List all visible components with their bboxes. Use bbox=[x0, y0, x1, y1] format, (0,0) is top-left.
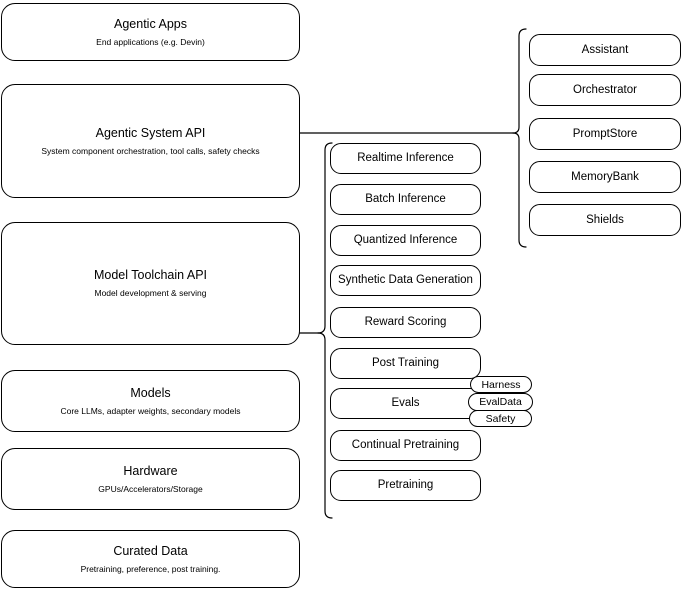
capability-label: Synthetic Data Generation bbox=[338, 274, 473, 287]
layer-models[interactable]: Models Core LLMs, adapter weights, secon… bbox=[1, 370, 300, 432]
capability-evals[interactable]: Evals bbox=[330, 388, 481, 419]
capability-label: Reward Scoring bbox=[364, 316, 447, 329]
badge-harness[interactable]: Harness bbox=[470, 376, 532, 393]
capability-label: Evals bbox=[391, 397, 420, 410]
capability-label: Post Training bbox=[371, 357, 440, 370]
layer-subtitle: Model development & serving bbox=[94, 288, 207, 298]
capability-pretraining[interactable]: Pretraining bbox=[330, 470, 481, 501]
badge-label: Safety bbox=[485, 412, 516, 425]
layer-subtitle: System component orchestration, tool cal… bbox=[41, 145, 260, 156]
layer-agentic-system-api[interactable]: Agentic System API System component orch… bbox=[1, 84, 300, 198]
component-label: Orchestrator bbox=[573, 83, 637, 96]
layer-title: Model Toolchain API bbox=[93, 268, 208, 283]
right-brace-lower bbox=[512, 132, 527, 248]
capability-label: Quantized Inference bbox=[353, 234, 458, 247]
layer-curated-data[interactable]: Curated Data Pretraining, preference, po… bbox=[1, 530, 300, 588]
component-label: PromptStore bbox=[572, 127, 638, 140]
layer-title: Agentic Apps bbox=[114, 16, 187, 31]
layer-title: Agentic System API bbox=[95, 125, 206, 140]
capability-synthetic-data-generation[interactable]: Synthetic Data Generation bbox=[330, 265, 481, 296]
component-shields[interactable]: Shields bbox=[529, 204, 681, 236]
component-label: Assistant bbox=[581, 43, 629, 56]
badge-label: Harness bbox=[481, 378, 521, 391]
layer-model-toolchain-api[interactable]: Model Toolchain API Model development & … bbox=[1, 222, 300, 345]
capability-label: Pretraining bbox=[377, 479, 434, 492]
capability-reward-scoring[interactable]: Reward Scoring bbox=[330, 307, 481, 338]
component-memorybank[interactable]: MemoryBank bbox=[529, 161, 681, 193]
badge-evaldata[interactable]: EvalData bbox=[468, 393, 533, 411]
component-label: Shields bbox=[586, 213, 624, 226]
capability-continual-pretraining[interactable]: Continual Pretraining bbox=[330, 430, 481, 461]
layer-hardware[interactable]: Hardware GPUs/Accelerators/Storage bbox=[1, 448, 300, 510]
layer-title: Models bbox=[130, 385, 171, 400]
capability-quantized-inference[interactable]: Quantized Inference bbox=[330, 225, 481, 256]
badge-safety[interactable]: Safety bbox=[469, 410, 532, 427]
component-assistant[interactable]: Assistant bbox=[529, 34, 681, 66]
capability-label: Realtime Inference bbox=[357, 152, 454, 165]
capability-realtime-inference[interactable]: Realtime Inference bbox=[330, 143, 481, 174]
capability-label: Continual Pretraining bbox=[351, 439, 460, 452]
component-label: MemoryBank bbox=[571, 170, 639, 183]
right-brace-upper bbox=[512, 28, 527, 134]
capability-batch-inference[interactable]: Batch Inference bbox=[330, 184, 481, 215]
layer-title: Curated Data bbox=[113, 543, 188, 558]
layer-agentic-apps[interactable]: Agentic Apps End applications (e.g. Devi… bbox=[1, 3, 300, 61]
layer-subtitle: End applications (e.g. Devin) bbox=[96, 36, 205, 47]
layer-subtitle: GPUs/Accelerators/Storage bbox=[98, 483, 203, 494]
capability-label: Batch Inference bbox=[365, 193, 446, 206]
capability-post-training[interactable]: Post Training bbox=[330, 348, 481, 379]
component-promptstore[interactable]: PromptStore bbox=[529, 118, 681, 150]
component-orchestrator[interactable]: Orchestrator bbox=[529, 74, 681, 106]
layer-subtitle: Pretraining, preference, post training. bbox=[80, 563, 221, 574]
layer-subtitle: Core LLMs, adapter weights, secondary mo… bbox=[60, 405, 241, 416]
layer-title: Hardware bbox=[123, 463, 178, 478]
badge-label: EvalData bbox=[479, 396, 522, 408]
